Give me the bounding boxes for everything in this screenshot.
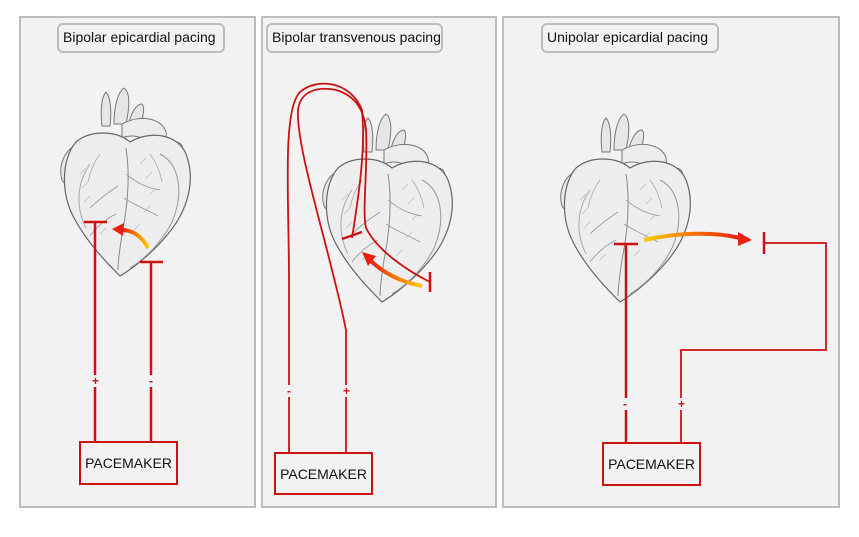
current-flow-arrow-icon [643,231,741,242]
panel2-leads [286,82,432,453]
terminal-sign: - [622,397,628,411]
arrow-head [112,223,124,236]
panel-title: Bipolar transvenous pacing [266,23,443,53]
pacemaker-box: PACEMAKER [602,442,701,486]
panel1-leads [84,220,163,443]
panel-title: Bipolar epicardial pacing [57,23,225,53]
arrow-head [362,252,376,266]
terminal-sign: + [342,384,352,398]
panel-title: Unipolar epicardial pacing [541,23,719,53]
terminal-sign: - [148,374,154,388]
terminal-sign: - [286,384,292,398]
pacemaker-box: PACEMAKER [274,452,373,495]
pacemaker-box: PACEMAKER [79,441,178,485]
terminal-sign: + [91,374,101,388]
panel-unipolar-epicardial [502,16,840,508]
heart-illustration-icon [60,87,191,277]
panel3-return-lead [680,242,827,444]
terminal-sign: + [677,397,687,411]
arrow-head [738,232,752,246]
current-flow-arrow-icon [121,228,150,249]
current-flow-arrow-icon [368,258,423,288]
